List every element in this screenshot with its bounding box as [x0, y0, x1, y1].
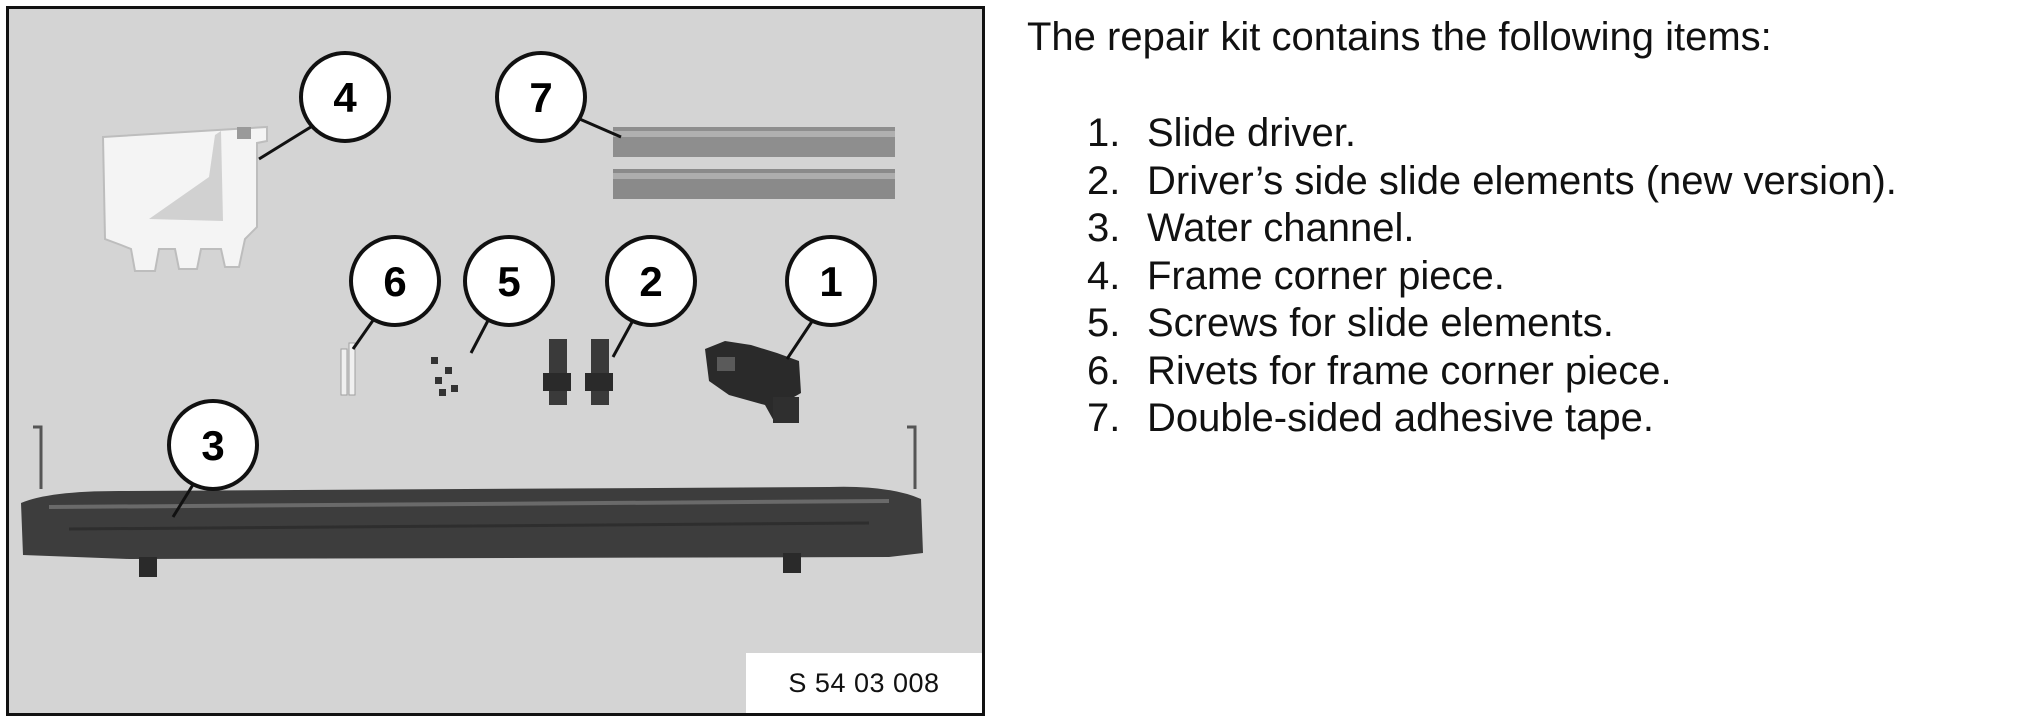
frame-corner-piece [101, 125, 268, 272]
item-number: 5. [1087, 301, 1121, 345]
slide-driver [705, 341, 801, 423]
item-label: Driver’s side slide elements (new versio… [1147, 158, 1897, 203]
figure-code-label: S 54 03 008 [746, 653, 982, 713]
svg-text:3: 3 [201, 422, 224, 469]
adhesive-tape-strips [613, 127, 895, 199]
list-item: 6. Rivets for frame corner piece. [1087, 348, 2037, 396]
item-label: Water channel. [1147, 206, 1415, 250]
svg-text:5: 5 [497, 258, 520, 305]
item-number: 6. [1087, 348, 1121, 393]
list-item: 2. Driver’s side slide elements (new vers… [1087, 158, 2037, 206]
callout-7: 7 [495, 51, 587, 143]
list-item: 3. Water channel. [1087, 205, 2037, 253]
item-number: 1. [1087, 111, 1121, 155]
svg-text:1: 1 [819, 258, 842, 305]
list-item: 7. Double-sided adhesive tape. [1087, 395, 2037, 443]
kit-contents: The repair kit contains the following it… [1027, 6, 2037, 443]
screws [431, 357, 458, 396]
kit-item-list: 1. Slide driver. 2. Driver’s side slide el… [1027, 110, 2037, 443]
item-label: Double-sided adhesive tape. [1147, 396, 1655, 440]
callout-6: 6 [349, 235, 441, 327]
list-item: 1. Slide driver. [1087, 110, 2037, 158]
item-number: 2. [1087, 158, 1121, 203]
list-item: 4. Frame corner piece. [1087, 253, 2037, 301]
kit-intro: The repair kit contains the following it… [1027, 15, 1772, 59]
rivets [340, 342, 356, 396]
callout-4: 4 [299, 51, 391, 143]
slide-elements [543, 339, 613, 405]
item-number: 3. [1087, 206, 1121, 250]
item-label: Slide driver. [1147, 111, 1356, 155]
water-channel [21, 425, 923, 577]
list-item: 5. Screws for slide elements. [1087, 300, 2037, 348]
item-number: 4. [1087, 253, 1121, 298]
callout-2: 2 [605, 235, 697, 327]
callout-5: 5 [463, 235, 555, 327]
callout-1: 1 [785, 235, 877, 327]
item-label: Screws for slide elements. [1147, 301, 1614, 345]
item-number: 7. [1087, 396, 1121, 440]
callout-3: 3 [167, 399, 259, 491]
svg-text:6: 6 [383, 258, 406, 305]
svg-text:2: 2 [639, 258, 662, 305]
svg-text:7: 7 [529, 74, 552, 121]
repair-kit-photo: 4 7 6 5 2 1 3 S 54 03 008 [6, 6, 985, 716]
item-label: Rivets for frame corner piece. [1147, 348, 1672, 393]
svg-text:4: 4 [333, 74, 357, 121]
repair-kit-illustration: 4 7 6 5 2 1 3 [21, 51, 923, 577]
item-label: Frame corner piece. [1147, 253, 1505, 298]
